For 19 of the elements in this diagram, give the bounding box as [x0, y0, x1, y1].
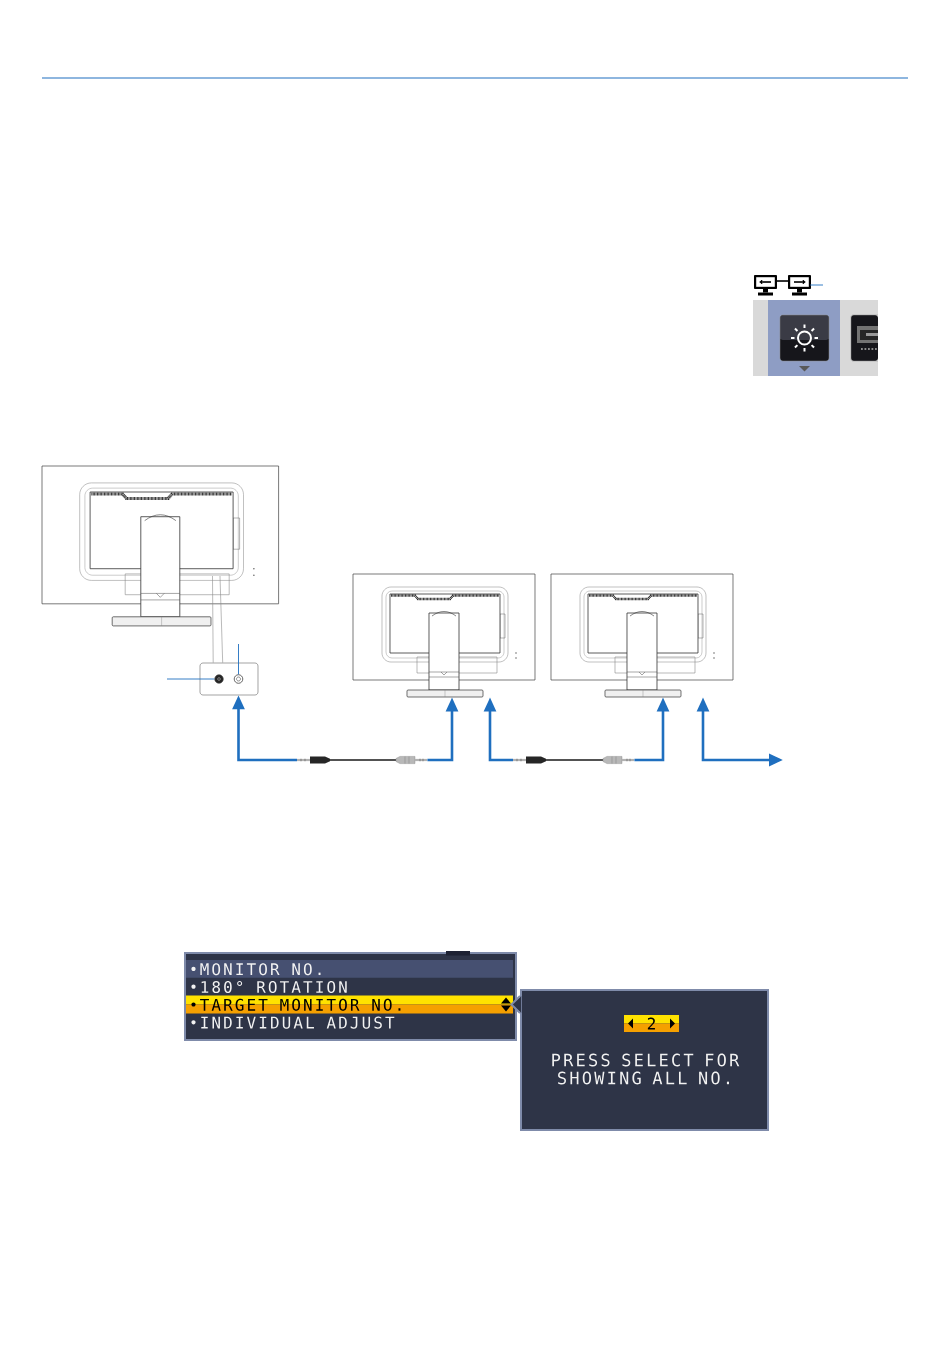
leader-line — [809, 284, 824, 286]
monitor-picture — [550, 573, 734, 698]
leader-line — [238, 643, 239, 675]
jack-socket — [214, 674, 224, 684]
monitor-picture — [352, 573, 536, 698]
leader-line — [166, 678, 215, 680]
monitor-picture — [41, 465, 279, 627]
monitor-link-icon — [754, 275, 811, 296]
callout-line — [219, 575, 223, 663]
cable-picture — [297, 756, 427, 764]
cable-picture — [513, 756, 634, 764]
menu-item: TARGET MONITOR NO. — [186, 995, 513, 1014]
connector-panel — [199, 662, 259, 696]
menu-item: 180° ROTATION — [201, 980, 347, 994]
value-box: 2 — [624, 1015, 679, 1032]
menu-item: MONITOR NO. — [186, 960, 513, 978]
menu-item: INDIVIDUAL ADJUST — [201, 1016, 395, 1029]
callout-line — [212, 575, 214, 663]
jack-socket — [233, 674, 244, 684]
